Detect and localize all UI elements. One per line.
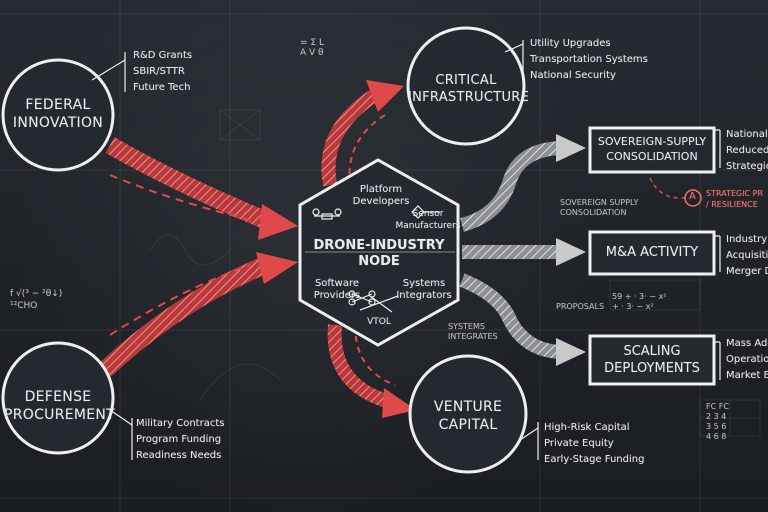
systems-sketch-note: SYSTEMS INTEGRATES <box>448 322 498 341</box>
drone-icon <box>312 208 342 220</box>
critical-bullet-1: Utility Upgrades <box>530 38 611 49</box>
federal-bullet-2: SBIR/STTR <box>133 66 185 77</box>
strategic-marker-letter: A <box>689 191 696 202</box>
sketch-table-row-3: 4 6 8 <box>706 432 727 441</box>
federal-circle <box>1 58 115 172</box>
venture-bullet-3: Early-Stage Funding <box>544 454 645 465</box>
federal-title: FEDERAL INNOVATION <box>12 97 104 131</box>
ma-box <box>588 230 716 276</box>
critical-title: CRITICAL INFRASTRUCTURE <box>408 73 530 105</box>
critical-bullet-2: Transportation Systems <box>530 54 648 65</box>
venture-title: VENTURE CAPITAL <box>433 399 503 433</box>
hub-role-software: Software Providers <box>313 278 361 301</box>
hub-role-systems: Systems Integrators <box>396 278 452 301</box>
defense-bullets: Military Contracts Program Funding Readi… <box>136 416 224 464</box>
ma-bullet-2: Acquisitio <box>726 250 768 261</box>
critical-bullet-3: National Security <box>530 70 616 81</box>
hub-role-platform: Platform Developers <box>352 184 410 207</box>
scaling-bullet-1: Mass Ado <box>726 338 768 349</box>
critical-bullets: Utility Upgrades Transportation Systems … <box>530 36 648 84</box>
sovereign-bullet-2: Reduced R <box>726 145 768 156</box>
venture-bullet-2: Private Equity <box>544 438 614 449</box>
scaling-bullet-3: Market Ex <box>726 370 768 381</box>
defense-circle <box>1 341 115 455</box>
outcome-scaling-bullets: Mass Ado Operation Market Ex <box>726 336 768 384</box>
strategic-annotation: STRATEGIC PR / RESILIENCE <box>706 189 764 209</box>
ma-bullet-1: Industry C <box>726 234 768 245</box>
arrow-hub-to-ma <box>462 238 586 266</box>
strategic-marker-circle <box>684 189 702 207</box>
strategic-connector <box>649 177 686 199</box>
proposals-sketch-note: PROPOSALS <box>556 302 605 311</box>
formula-left: f √(³ − ²θ↓) ¹²CHO <box>10 289 63 311</box>
outcome-sovereign-bullets: National C Reduced R Strategic <box>726 127 768 175</box>
federal-bullets: R&D Grants SBIR/STTR Future Tech <box>133 48 192 96</box>
scaling-bullet-2: Operation <box>726 354 768 365</box>
vtol-icon <box>359 295 399 313</box>
sovereign-box <box>588 126 716 174</box>
venture-circle <box>408 354 528 474</box>
hub-role-vtol: VTOL <box>367 317 391 327</box>
sketch-table-row-2: 3 5 6 <box>706 422 727 431</box>
federal-bullet-1: R&D Grants <box>133 50 193 61</box>
arrow-federal-to-hub <box>105 137 298 240</box>
sketch-table: FC FC 2 3 4 3 5 6 4 6 8 <box>706 402 729 442</box>
ma-bullet-3: Merger D <box>726 266 768 277</box>
sovereign-bullet-1: National C <box>726 129 768 140</box>
outcome-sovereign-title: SOVEREIGN-SUPPLY CONSOLIDATION <box>597 135 707 163</box>
arrow-hub-to-critical <box>321 80 404 187</box>
formula-top: = Σ L A V θ <box>300 38 324 58</box>
sovereign-bullet-3: Strategic <box>726 161 768 172</box>
hub-title: DRONE-INDUSTRY NODE <box>313 238 445 269</box>
sketch-table-row-1: 2 3 4 <box>706 412 727 421</box>
sensor-icon <box>411 205 440 219</box>
federal-bullet-3: Future Tech <box>133 82 191 93</box>
sketch-table-head: FC FC <box>706 402 729 411</box>
defense-bullet-3: Readiness Needs <box>136 450 222 461</box>
hub-role-sensor: Sensor Manufacturers <box>395 209 461 231</box>
defense-bullet-2: Program Funding <box>136 434 222 445</box>
defense-bullet-1: Military Contracts <box>136 418 225 429</box>
formula-right: 59 + · 3· − x² + · 3· − x² <box>612 292 667 311</box>
scaling-box <box>588 334 716 386</box>
outcome-scaling-title: SCALING DEPLOYMENTS <box>604 344 700 376</box>
outcome-ma-bullets: Industry C Acquisitio Merger D <box>726 232 768 280</box>
outcome-ma-title: M&A ACTIVITY <box>605 245 699 260</box>
arrow-defense-to-hub <box>98 252 298 377</box>
arrow-hub-to-scaling <box>459 273 586 366</box>
venture-bullets: High-Risk Capital Private Equity Early-S… <box>544 420 644 468</box>
venture-bullet-1: High-Risk Capital <box>544 422 630 433</box>
critical-circle <box>406 26 526 146</box>
arrow-hub-to-venture <box>327 324 416 418</box>
sovereign-sketch-note: SOVEREIGN SUPPLY CONSOLIDATION <box>560 198 639 217</box>
defense-title: DEFENSE PROCUREMENT <box>4 389 116 423</box>
arrow-hub-to-sovereign <box>459 134 586 232</box>
